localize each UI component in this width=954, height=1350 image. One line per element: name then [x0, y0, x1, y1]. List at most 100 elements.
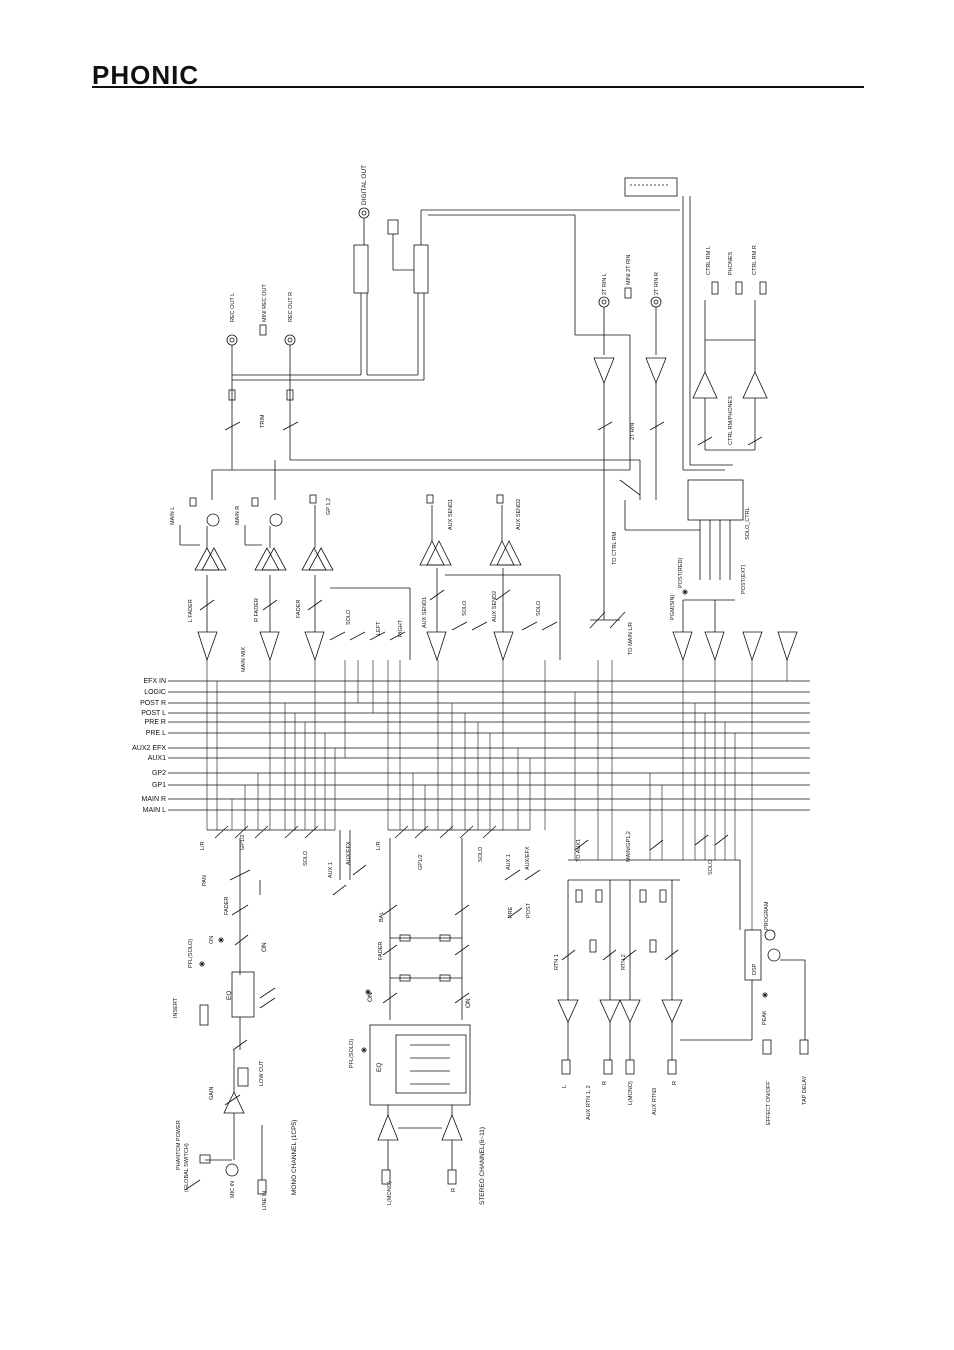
bus-label: AUX1	[148, 755, 166, 762]
mono-insert-label: INSERT	[173, 997, 179, 1018]
two-tr-in-label: 2T RIN	[630, 423, 636, 440]
bus-label: PRE L	[146, 730, 166, 737]
solo-aux1-label: SOLO	[462, 600, 468, 616]
top-outputs	[211, 207, 680, 500]
pre-label: PRE	[508, 906, 514, 918]
bus-label: POST R	[140, 700, 166, 707]
stereo-solo-label: SOLO	[478, 846, 484, 862]
rtn-r-label: R	[602, 1081, 608, 1085]
aux-send2-mid-label: AUX SEND2	[492, 591, 498, 622]
ret-solo-label: SOLO	[708, 859, 714, 875]
phones-label: PHONES	[728, 251, 734, 275]
stereo-on-right-label: ON	[465, 998, 472, 1008]
r-fader-label: R FADER	[254, 598, 260, 622]
gp12-out-label: GP 1,2	[326, 498, 332, 515]
bus-label: MAIN R	[142, 796, 167, 803]
solo-mid-label: SOLO	[346, 609, 352, 625]
rtn2-label: RTN 2	[621, 954, 627, 970]
fader-label: FADER	[296, 600, 302, 618]
rtn1-label: RTN 1	[554, 954, 560, 970]
program-label: PROGRAM	[764, 901, 770, 930]
rec-out-l-label: REC OUT L	[230, 293, 236, 322]
bus-label: GP2	[152, 770, 166, 777]
rtn3-r-label: R	[672, 1081, 678, 1085]
stereo-fader-label: FADER	[378, 942, 384, 960]
stereo-gp12-label: GP1/2	[418, 854, 424, 870]
bus-labels: EFX IN LOGIC POST R POST L PRE R PRE L A…	[132, 678, 166, 814]
to-aux1-label: TO AUX1	[576, 839, 582, 862]
post-ctrl-label: POST(RED)	[678, 558, 684, 588]
bus-taps	[206, 660, 788, 930]
two-tr-in-r-label: 2T RIN R	[654, 272, 660, 295]
stereo-channel-title: STEREO CHANNEL(6~11)	[479, 1127, 486, 1205]
header-rule	[92, 86, 864, 88]
phonic-logo: PHONIC	[92, 60, 200, 90]
ctrl-rm-l-label: CTRL RM L	[706, 246, 712, 275]
mono-lr-label: L/R	[200, 841, 206, 850]
aux-rtn12-label: AUX RTN 1, 2	[586, 1085, 592, 1120]
stereo-aux-efx-label: AUX/EFX	[525, 846, 531, 870]
aux-return-section	[557, 834, 809, 1075]
bus-label: MAIN L	[143, 807, 166, 814]
bus-label: LOGIC	[144, 689, 166, 696]
line-in-label: LINE IN	[262, 1191, 268, 1210]
mono-low-cut-label: LOW CUT	[259, 1060, 265, 1086]
bus-label: PRE R	[145, 719, 166, 726]
labels: DIGITAL OUT REC OUT L MINI REC OUT REC O…	[170, 165, 808, 1210]
solo-ctrl-label: SOLO_CTRL	[745, 507, 751, 540]
mono-on-small-label: ON	[209, 936, 215, 944]
l-fader-label: L FADER	[188, 599, 194, 622]
dsp-label: DSP	[752, 963, 758, 975]
ctrl-rm-phones-label: CTRL RM/PHONES	[728, 396, 734, 445]
mono-eq-label: EQ	[226, 991, 233, 1000]
stereo-r-label: R	[451, 1188, 457, 1192]
mini-2t-rin-label: MINI 2T RIN	[626, 255, 632, 285]
mono-gp12-label: GP1/2	[240, 834, 246, 850]
aux-send2-out-label: AUX SEND2	[516, 499, 522, 530]
mic-in-label: MIC IN	[230, 1181, 236, 1198]
led-indicators	[199, 589, 768, 1053]
aux-rtn3-label: AUX RTN3	[652, 1088, 658, 1115]
mono-aux1-label: AUX 1	[328, 862, 334, 878]
mono-on-label: ON	[261, 942, 268, 952]
main-mix-label: MAIN MIX	[241, 647, 247, 672]
stereo-lr-label: L/R	[376, 841, 382, 850]
main-gp12-label: MAIN/GP1,2	[626, 831, 632, 862]
mono-pfl-solo-label: PFL(SOLO)	[188, 939, 194, 968]
global-switch-label: (GLOBAL SWITCH)	[184, 1143, 190, 1192]
aux-send1-out-label: AUX SEND1	[448, 499, 454, 530]
aux-send1-mid-label: AUX SEND1	[422, 597, 428, 628]
bus-label: EFX IN	[143, 678, 166, 685]
rtn-l-label: L	[562, 1085, 568, 1088]
mono-solo-label: SOLO	[303, 850, 309, 866]
stereo-aux1-label: AUX 1	[506, 854, 512, 870]
main-r-out-label: MAIN R	[235, 506, 241, 525]
bus-lines	[168, 680, 810, 811]
mono-channel	[184, 825, 367, 1195]
mono-pan-label: PAN	[202, 875, 208, 886]
mono-gain-label: GAIN	[209, 1087, 215, 1100]
rec-out-r-label: REC OUT R	[288, 292, 294, 322]
bus-label: AUX2 EFX	[132, 745, 166, 752]
stereo-pfl-solo-label: PFL(SOLO)	[349, 1039, 355, 1068]
to-ctrl-rm-label: TO CTRL RM	[612, 531, 618, 565]
bus-label: GP1	[152, 782, 166, 789]
mono-fader-label: FADER	[224, 897, 230, 915]
stereo-eq-label: EQ	[376, 1063, 383, 1072]
stereo-l-mono-label: L(MONO)	[387, 1181, 393, 1205]
stereo-channel	[369, 825, 541, 1185]
digital-out-label: DIGITAL OUT	[361, 165, 368, 205]
ctrl-rm-r-label: CTRL RM R	[752, 245, 758, 275]
main-l-out-label: MAIN L	[170, 507, 176, 525]
peak-label: PEAK	[762, 1010, 768, 1025]
two-tr-in-l-label: 2T RIN L	[602, 273, 608, 295]
solo-aux2-label: SOLO	[536, 600, 542, 616]
right-label: RIGHT	[398, 619, 404, 637]
post-label: POST	[526, 902, 532, 918]
mono-channel-title: MONO CHANNEL (1CP5)	[291, 1120, 298, 1195]
top-right-section	[575, 177, 768, 632]
phantom-label: PHANTOM POWER	[176, 1120, 182, 1170]
main-output-section	[179, 494, 798, 662]
post-ext-label: POST(EXT)	[741, 564, 747, 594]
